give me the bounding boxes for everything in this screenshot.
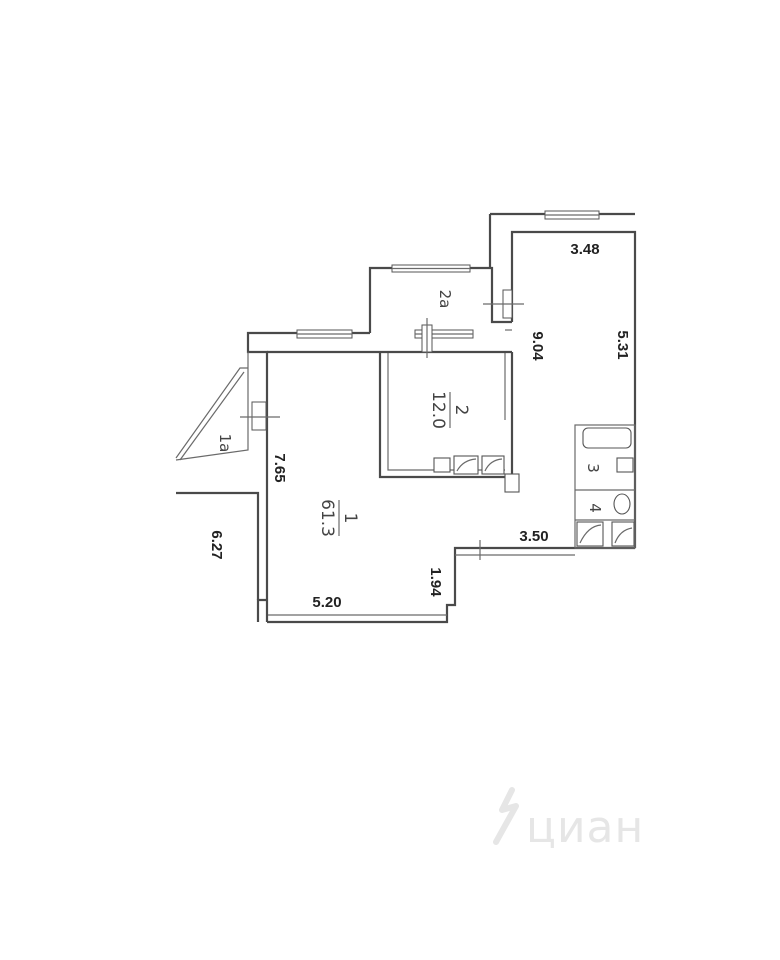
room-3-label: 3: [584, 463, 602, 473]
room-1-number: 1: [340, 513, 360, 524]
counter-icon: [481, 455, 505, 475]
room-1-area: 61.3: [317, 499, 337, 537]
sink-icon: [616, 457, 634, 473]
watermark: циан: [493, 787, 644, 853]
dim-outer-left: 6.27: [208, 530, 225, 559]
wet-fixture-icon: [611, 521, 635, 547]
dimensions: 3.48 5.31 9.04 7.65 6.27 5.20 1.94 3.50: [208, 241, 631, 611]
window-living: [296, 329, 353, 339]
room-2-area: 12.0: [428, 391, 448, 429]
dim-right-height: 5.31: [614, 330, 631, 359]
room-labels: 1 61.3 2 12.0 2а 1а 3 4: [216, 290, 604, 537]
room-2-label: 2 12.0: [428, 391, 471, 429]
door-2a: [483, 289, 524, 319]
room-2-number: 2: [451, 405, 471, 416]
column: [504, 473, 520, 493]
shower-icon: [576, 521, 604, 547]
balcony-doors: [240, 289, 524, 560]
kitchen-fixtures: [433, 455, 505, 475]
room-4-label: 4: [586, 503, 604, 513]
balcony-1a-walls: [175, 352, 260, 600]
watermark-logo-icon: [493, 787, 519, 845]
window-2a: [391, 264, 471, 273]
balcony-2a-label: 2а: [436, 290, 454, 309]
dim-left-height: 7.65: [271, 453, 288, 482]
window-top: [544, 210, 600, 220]
dim-bottom-step: 1.94: [427, 567, 444, 597]
stove-icon: [433, 457, 451, 473]
wet-zone-walls: [574, 424, 636, 549]
room-1-label: 1 61.3: [317, 499, 360, 537]
door-room2-balcony: [421, 318, 433, 358]
sink-counter-icon: [453, 455, 479, 475]
dim-inner-height: 9.04: [529, 331, 546, 361]
dim-step-width: 3.50: [519, 528, 548, 545]
dim-top-width: 3.48: [570, 241, 599, 258]
dim-bottom-width: 5.20: [312, 594, 341, 611]
door-1a: [240, 401, 280, 431]
watermark-text: циан: [526, 802, 644, 853]
toilet-icon: [613, 493, 631, 515]
bathtub-icon: [582, 427, 632, 449]
room-2-walls: [267, 350, 520, 493]
balcony-1a-label: 1а: [216, 434, 234, 453]
windows: [296, 210, 600, 339]
